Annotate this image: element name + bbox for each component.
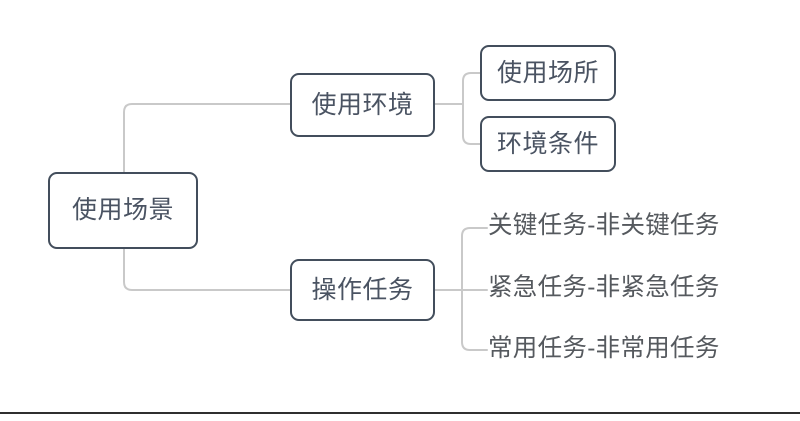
connector-env-trunk (462, 72, 472, 145)
connector-root-to-env (123, 103, 291, 173)
node-branch-operation-task[interactable]: 操作任务 (290, 259, 435, 321)
node-root[interactable]: 使用场景 (48, 172, 198, 249)
footer-divider (0, 412, 800, 414)
leaf-label-key-task: 关键任务-非关键任务 (488, 212, 720, 239)
connector-root-to-task (123, 248, 291, 291)
node-leaf-use-location[interactable]: 使用场所 (480, 45, 616, 101)
leaf-label-urgent-task: 紧急任务-非紧急任务 (488, 274, 720, 301)
leaf-label-frequent-task: 常用任务-非常用任务 (488, 335, 720, 362)
node-branch-use-environment[interactable]: 使用环境 (290, 73, 435, 137)
node-leaf-environment-condition[interactable]: 环境条件 (480, 116, 616, 172)
